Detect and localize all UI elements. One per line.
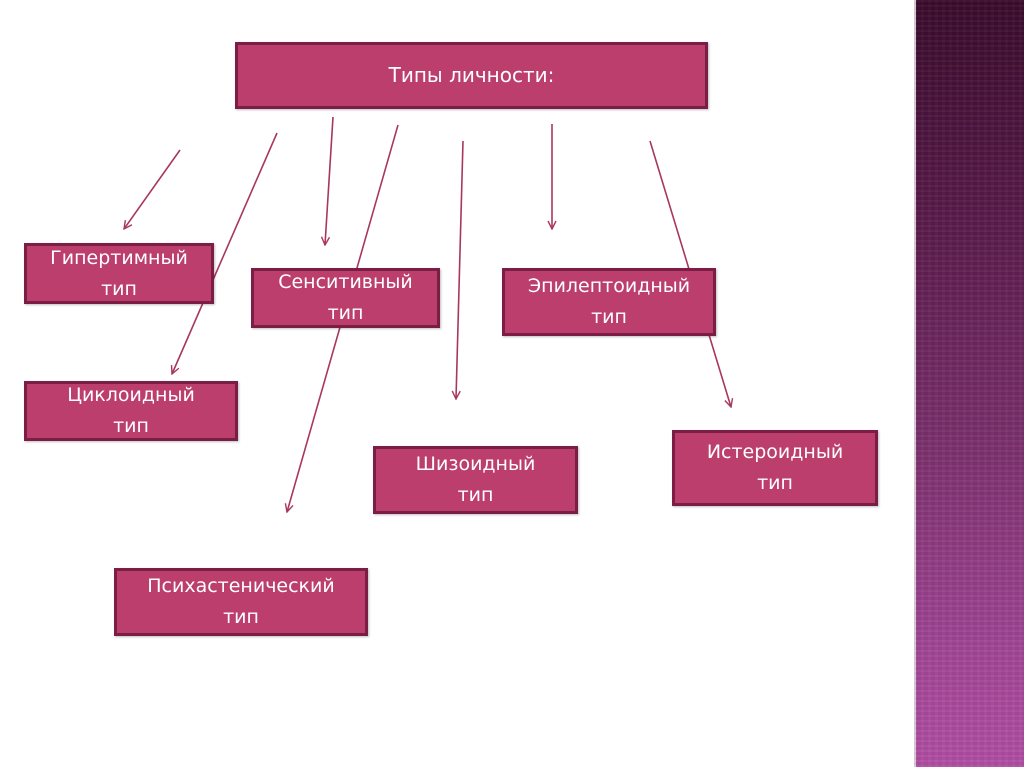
type-box-psychasthenic: Психастенический тип — [114, 568, 368, 636]
type-box-cycloid: Циклоидный тип — [24, 381, 238, 441]
type-label: Циклоидный тип — [67, 384, 195, 437]
type-label: Сенситивный тип — [278, 271, 413, 324]
arrow-to-schizoid — [456, 140, 464, 399]
arrow-to-cycloid — [172, 132, 278, 374]
type-label: Психастенический тип — [147, 575, 335, 628]
type-box-schizoid: Шизоидный тип — [373, 446, 578, 514]
type-label: Истероидный тип — [706, 441, 844, 494]
type-box-sensitive: Сенситивный тип — [251, 268, 440, 328]
arrow-to-hyperthymic — [124, 149, 181, 229]
type-label: Шизоидный тип — [415, 453, 536, 506]
type-box-hyperthymic: Гипертимный тип — [24, 243, 214, 304]
title-box: Типы личности: — [235, 42, 708, 109]
arrow-to-sensitive — [325, 116, 334, 245]
type-box-epileptoid: Эпилептоидный тип — [502, 268, 716, 336]
type-label: Эпилептоидный тип — [527, 275, 691, 328]
type-box-hysteroid: Истероидный тип — [672, 430, 878, 506]
decorative-sidebar — [914, 0, 1024, 767]
title-text: Типы личности: — [388, 63, 555, 87]
type-label: Гипертимный тип — [50, 246, 188, 300]
